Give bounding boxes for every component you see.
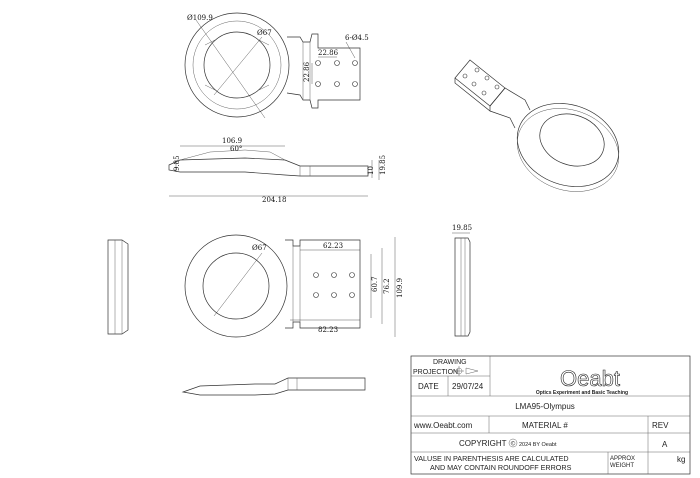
rev-value: A <box>662 440 668 449</box>
iso-hole <box>494 84 500 90</box>
projection-symbol-icon <box>454 366 479 376</box>
copyright-label: COPYRIGHT <box>459 439 507 448</box>
iso-hole <box>462 73 468 79</box>
rev-label: REV <box>652 421 669 430</box>
svg-text:Oeabt: Oeabt <box>560 366 620 391</box>
copyright-icon: © <box>508 438 518 448</box>
projection-label: PROJECTION <box>413 369 458 376</box>
approx-label: APPROX <box>610 456 635 462</box>
front-inner-dia-label: Ø67 <box>252 244 267 252</box>
front-h3-label: 109.9 <box>396 278 404 298</box>
right-profile-view: 19.85 <box>452 224 472 337</box>
side-left-h-label: 9.85 <box>173 155 181 171</box>
note-line-1: VALUSE IN PARENTHESIS ARE CALCULATED <box>414 454 569 463</box>
oeabt-logo: Oeabt Optics Experiment and Basic Teachi… <box>536 366 628 396</box>
side-view: 106.9 60° 9.85 10 19.85 204.18 <box>168 137 387 204</box>
side-right-h-label: 19.85 <box>379 155 387 175</box>
svg-text:Optics Experiment and Basic Te: Optics Experiment and Basic Teaching <box>536 390 628 396</box>
iso-hole <box>471 81 477 87</box>
front-view: Ø67 62.23 60.7 76.2 109.9 82.23 <box>184 234 404 338</box>
hole-pitch-y-label: 22.86 <box>303 61 311 82</box>
left-profile-view <box>107 239 129 335</box>
title-block: DRAWING PROJECTION DATE 29/07/24 Oeabt O… <box>410 355 691 475</box>
front-view-hole <box>313 272 319 278</box>
weight-unit: kg <box>677 455 685 464</box>
side-angle-label: 60° <box>230 145 242 153</box>
top-outer-dia-label: Ø109.9 <box>187 14 213 22</box>
side-width-label: 106.9 <box>222 137 242 145</box>
front-view-hole <box>349 272 355 278</box>
weight-label: WEIGHT <box>610 463 634 469</box>
side-right-10-label: 10 <box>367 166 375 175</box>
bottom-view <box>181 377 366 396</box>
front-top-width-label: 62.23 <box>323 242 343 250</box>
copyright-suffix: 2024 BY Oeabt <box>519 442 557 448</box>
top-view-hole <box>352 81 358 87</box>
right-thickness-label: 19.85 <box>452 224 472 232</box>
part-name: LMA95-Olympus <box>515 402 575 411</box>
hole-spec-label: 6-Ø4.5 <box>345 34 369 42</box>
material-label: MATERIAL # <box>522 421 568 430</box>
top-view-hole <box>315 60 321 66</box>
top-view-hole <box>352 60 358 66</box>
top-view-inner-circle <box>203 31 271 99</box>
front-view-hole <box>331 272 337 278</box>
date-value: 29/07/24 <box>452 382 484 391</box>
front-view-hole <box>331 292 337 298</box>
front-view-hole <box>313 292 319 298</box>
top-inner-dia-label: Ø67 <box>257 29 272 37</box>
top-view-hole <box>315 81 321 87</box>
iso-hole <box>484 75 490 81</box>
front-view-outer-circle <box>184 234 288 338</box>
top-view-ring-circle <box>192 20 282 110</box>
hole-pitch-x-label: 22.86 <box>318 49 339 57</box>
front-view-hole <box>349 292 355 298</box>
date-label: DATE <box>418 382 439 391</box>
front-bottom-width-label: 82.23 <box>318 326 338 334</box>
top-view-hole <box>334 60 340 66</box>
isometric-view <box>454 59 620 192</box>
iso-hole <box>474 67 480 73</box>
top-view-tab <box>286 33 361 109</box>
svg-text:©: © <box>510 441 516 448</box>
total-length-label: 204.18 <box>262 196 287 204</box>
front-view-inner-circle <box>202 252 270 320</box>
top-view-hole <box>334 81 340 87</box>
top-view-outer-circle <box>184 12 290 118</box>
note-line-2: AND MAY CONTAIN ROUNDOFF ERRORS <box>430 463 572 472</box>
front-h1-label: 60.7 <box>371 276 379 292</box>
drawing-label: DRAWING <box>433 359 467 366</box>
front-h2-label: 76.2 <box>383 278 391 294</box>
iso-hole <box>481 90 487 96</box>
top-view: Ø109.9 Ø67 6-Ø4.5 22.86 22.86 <box>184 12 369 119</box>
website-text: www.Oeabt.com <box>413 421 473 430</box>
